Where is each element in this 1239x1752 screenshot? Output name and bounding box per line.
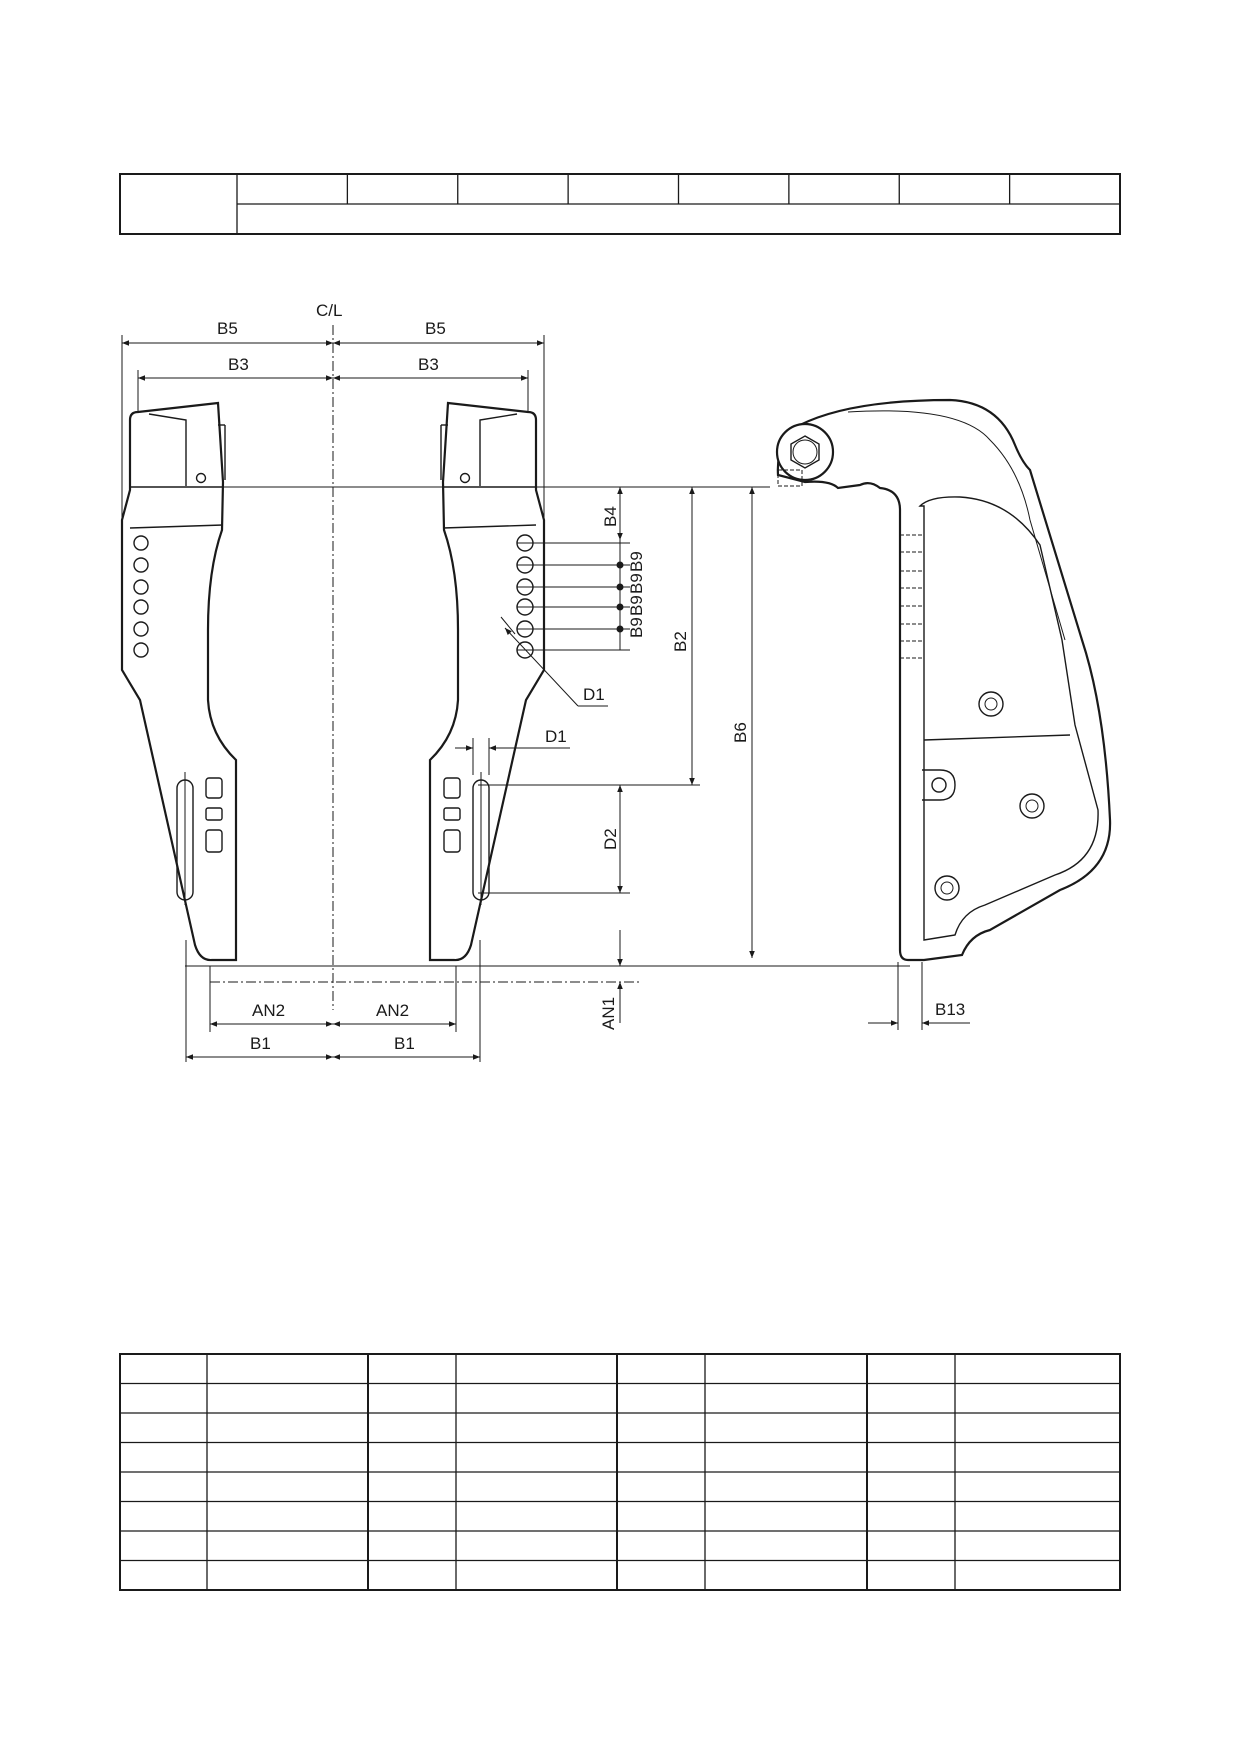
mounting-hole bbox=[133, 579, 149, 595]
an2-left-label: AN2 bbox=[252, 1001, 285, 1020]
mounting-hole bbox=[133, 599, 149, 615]
bolt bbox=[978, 691, 1004, 717]
b3-right-label: B3 bbox=[418, 355, 439, 374]
bolt bbox=[1019, 793, 1045, 819]
b4-label: B4 bbox=[601, 506, 620, 527]
bolt bbox=[934, 875, 960, 901]
d1-holes-label: D1 bbox=[583, 685, 605, 704]
b1-left-label: B1 bbox=[250, 1034, 271, 1053]
b3-left-label: B3 bbox=[228, 355, 249, 374]
b5-right-label: B5 bbox=[425, 319, 446, 338]
d1-slot-label: D1 bbox=[545, 727, 567, 746]
b2-label: B2 bbox=[671, 631, 690, 652]
mounting-hole bbox=[133, 557, 149, 573]
b9-label: B9 bbox=[627, 551, 646, 572]
b9-dot bbox=[616, 603, 624, 611]
d2-label: D2 bbox=[601, 828, 620, 850]
centerline-label: C/L bbox=[316, 301, 342, 320]
an2-right-label: AN2 bbox=[376, 1001, 409, 1020]
b9-dot bbox=[616, 583, 624, 591]
side-view: B13 bbox=[775, 398, 1112, 1030]
mounting-hole bbox=[133, 621, 149, 637]
b13-label: B13 bbox=[935, 1000, 965, 1019]
right-jaw bbox=[428, 401, 546, 962]
mounting-hole bbox=[133, 642, 149, 658]
left-jaw bbox=[120, 401, 238, 962]
b9-dot bbox=[616, 561, 624, 569]
b1-right-label: B1 bbox=[394, 1034, 415, 1053]
mounting-hole bbox=[133, 535, 149, 551]
b5-left-label: B5 bbox=[217, 319, 238, 338]
header-table bbox=[119, 173, 1121, 235]
b9-dot bbox=[616, 625, 624, 633]
an1-label: AN1 bbox=[599, 997, 618, 1030]
dimensions-table bbox=[119, 1353, 1121, 1591]
b6-label: B6 bbox=[731, 722, 750, 743]
b9-label: B9 bbox=[627, 573, 646, 594]
b9-label: B9 bbox=[627, 617, 646, 638]
b9-label: B9 bbox=[627, 595, 646, 616]
